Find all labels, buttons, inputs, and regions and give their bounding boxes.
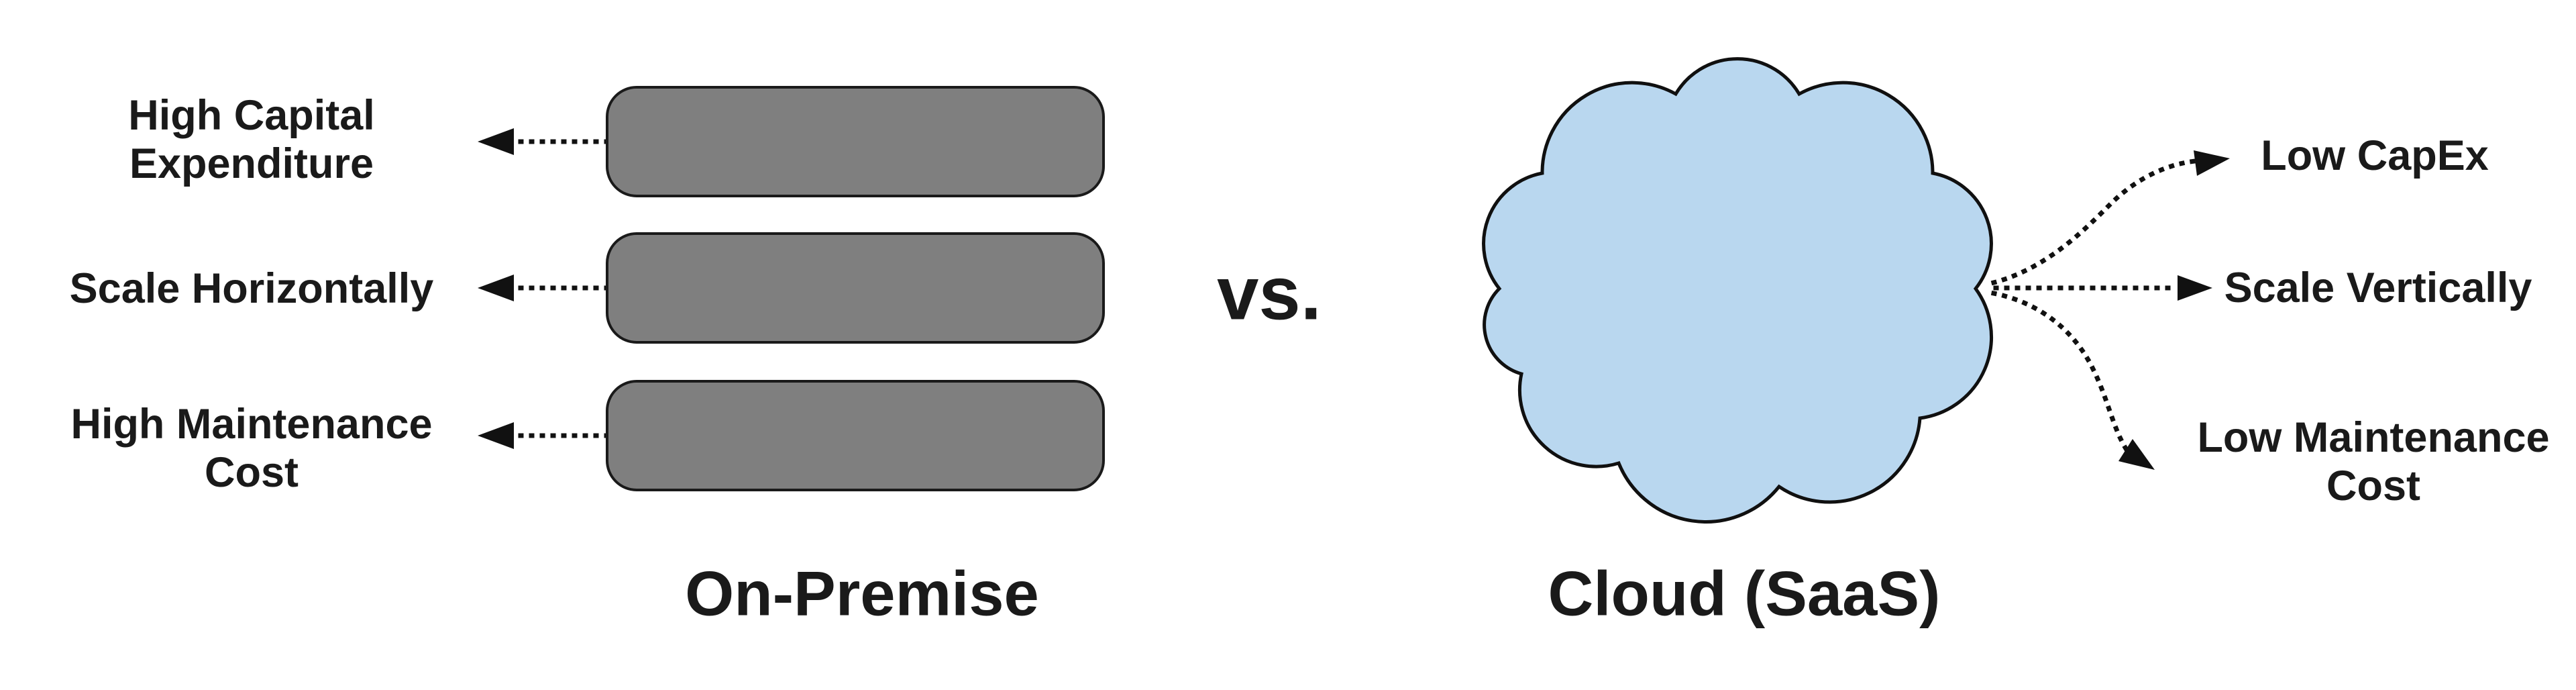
right-arrowhead-icon [2118, 439, 2155, 470]
right-arrowhead-icon [2194, 150, 2230, 176]
server-box-icon [606, 232, 1105, 344]
server-box-icon [606, 380, 1105, 491]
right-arrowhead-icon [2178, 275, 2212, 301]
arrow-to-high-maintenance-cost [478, 422, 610, 449]
left-arrowhead-icon [478, 422, 514, 449]
label-high-capital-expenditure-line1: High Capital [128, 92, 375, 139]
left-arrowhead-icon [478, 128, 514, 155]
server-stack [606, 86, 1105, 491]
on-premise-labels: High Capital Expenditure Scale Horizonta… [70, 92, 434, 496]
arrow-to-low-maintenance-cost [1990, 290, 2155, 470]
label-high-capital-expenditure-line2: Expenditure [129, 140, 374, 187]
dotted-curve-icon [1990, 158, 2198, 286]
arrow-to-scale-vertically [1993, 275, 2212, 301]
cloud-icon [1482, 57, 1993, 524]
cloud-section: Low CapEx Scale Vertically Low Maintenan… [1482, 57, 2550, 629]
label-low-maintenance-cost-line2: Cost [2326, 462, 2420, 509]
label-scale-horizontally: Scale Horizontally [70, 265, 434, 312]
label-high-maintenance-cost-line2: Cost [205, 449, 299, 496]
arrow-to-high-capital-expenditure [478, 128, 610, 155]
label-low-maintenance-cost-line1: Low Maintenance [2197, 414, 2549, 461]
versus-label: vs. [1217, 252, 1322, 336]
on-premise-section: High Capital Expenditure Scale Horizonta… [70, 86, 1105, 629]
server-box-icon [606, 86, 1105, 197]
arrow-to-low-capex [1990, 150, 2230, 286]
label-high-maintenance-cost-line1: High Maintenance [70, 401, 432, 448]
cloud-labels: Low CapEx Scale Vertically Low Maintenan… [2197, 132, 2549, 509]
label-scale-vertically: Scale Vertically [2224, 264, 2532, 311]
label-low-capex: Low CapEx [2261, 132, 2489, 179]
cloud-saas-title: Cloud (SaaS) [1548, 558, 1941, 629]
on-premise-title: On-Premise [685, 558, 1039, 629]
arrow-to-scale-horizontally [478, 275, 610, 301]
left-arrowhead-icon [478, 275, 514, 301]
